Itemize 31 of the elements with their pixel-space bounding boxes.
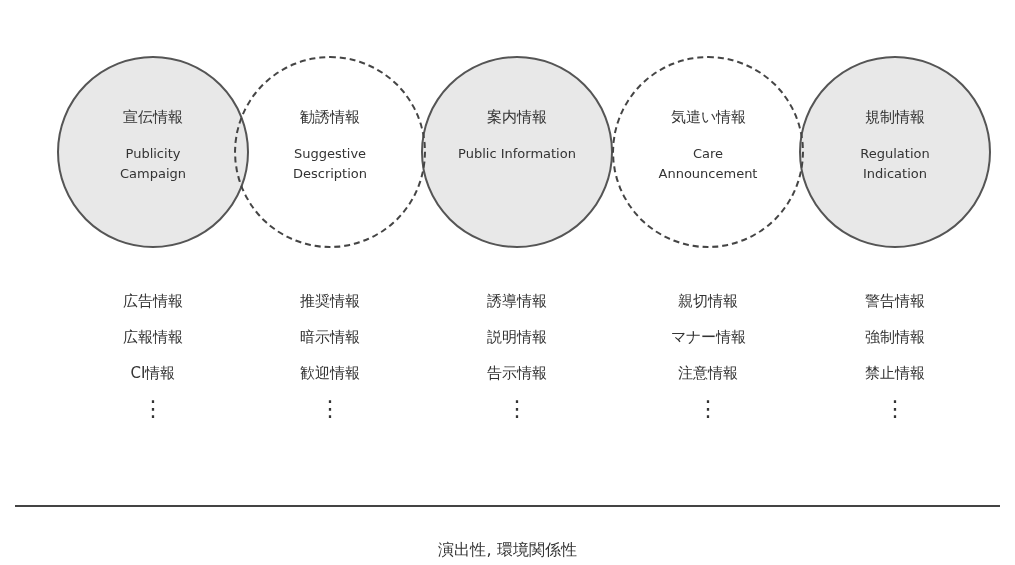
category-english-name: Public Information — [457, 145, 577, 163]
ellipsis-mark: ⋮ — [697, 398, 719, 420]
category-english-name: Publicity Campaign — [119, 145, 187, 183]
info-type-label: 歓迎情報 — [300, 364, 360, 383]
category-english-name: Suggestive Description — [291, 145, 368, 183]
info-type-label: 注意情報 — [678, 364, 738, 383]
category-english-name: Regulation Indication — [859, 145, 931, 183]
category-name: 宣伝情報 — [123, 108, 183, 127]
info-type-label: 暗示情報 — [300, 328, 360, 347]
info-type-label: 誘導情報 — [487, 292, 547, 311]
info-type-label: 説明情報 — [487, 328, 547, 347]
category-name: 勧誘情報 — [300, 108, 360, 127]
ellipsis-mark: ⋮ — [506, 398, 528, 420]
info-type-label: 広告情報 — [123, 292, 183, 311]
category-name: 気遣い情報 — [670, 108, 746, 127]
info-type-label: 強制情報 — [865, 328, 925, 347]
info-type-label: 警告情報 — [865, 292, 925, 311]
caption: 演出性, 環境関係性 — [438, 540, 577, 561]
info-type-label: 推奨情報 — [300, 292, 360, 311]
ellipsis-mark: ⋮ — [884, 398, 906, 420]
info-type-label: 親切情報 — [678, 292, 738, 311]
category-name: 規制情報 — [865, 108, 925, 127]
ellipsis-mark: ⋮ — [142, 398, 164, 420]
info-type-label: CI情報 — [130, 364, 176, 383]
category-english-name: Care Announcement — [657, 145, 759, 183]
category-name: 案内情報 — [487, 108, 547, 127]
info-type-label: 広報情報 — [123, 328, 183, 347]
ellipsis-mark: ⋮ — [319, 398, 341, 420]
info-type-label: 告示情報 — [487, 364, 547, 383]
info-type-label: マナー情報 — [670, 328, 746, 347]
info-type-label: 禁止情報 — [865, 364, 925, 383]
